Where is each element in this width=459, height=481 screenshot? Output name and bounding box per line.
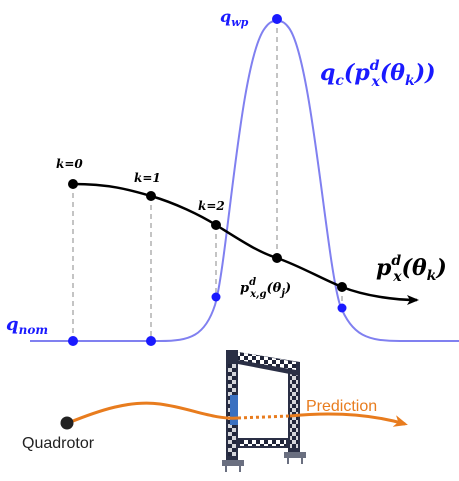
trajectory-point-k1	[146, 191, 156, 201]
prediction-trajectory-solid-left	[67, 401, 239, 425]
cost-point-k2	[211, 292, 221, 302]
cost-point-k0	[68, 336, 78, 346]
reference-trajectory	[72, 182, 419, 305]
label-k0: k=0	[56, 157, 83, 171]
cost-point-k1	[146, 336, 156, 346]
prediction-trajectory-dashed	[237, 414, 291, 420]
quadrotor-dot-icon	[60, 416, 74, 430]
label-quadrotor: Quadrotor	[22, 435, 95, 452]
cost-point-k4	[337, 303, 347, 313]
label-k2: k=2	[198, 199, 225, 213]
label-q-wp: qwp	[220, 7, 249, 29]
prediction-trajectory-solid-right	[289, 412, 408, 427]
trajectory-points	[68, 179, 347, 292]
trajectory-point-k3	[272, 253, 282, 263]
cost-points	[68, 14, 347, 346]
racing-gate-icon	[222, 350, 306, 472]
trajectory-point-k2	[211, 220, 221, 230]
dashed-projection-lines	[72, 19, 343, 341]
trajectory-point-k0	[68, 179, 78, 189]
label-q-nom: qnom	[6, 314, 48, 337]
cost-point-peak	[272, 14, 282, 24]
label-k1: k=1	[134, 171, 161, 185]
label-prediction: Prediction	[306, 398, 377, 415]
trajectory-point-k4	[337, 282, 347, 292]
